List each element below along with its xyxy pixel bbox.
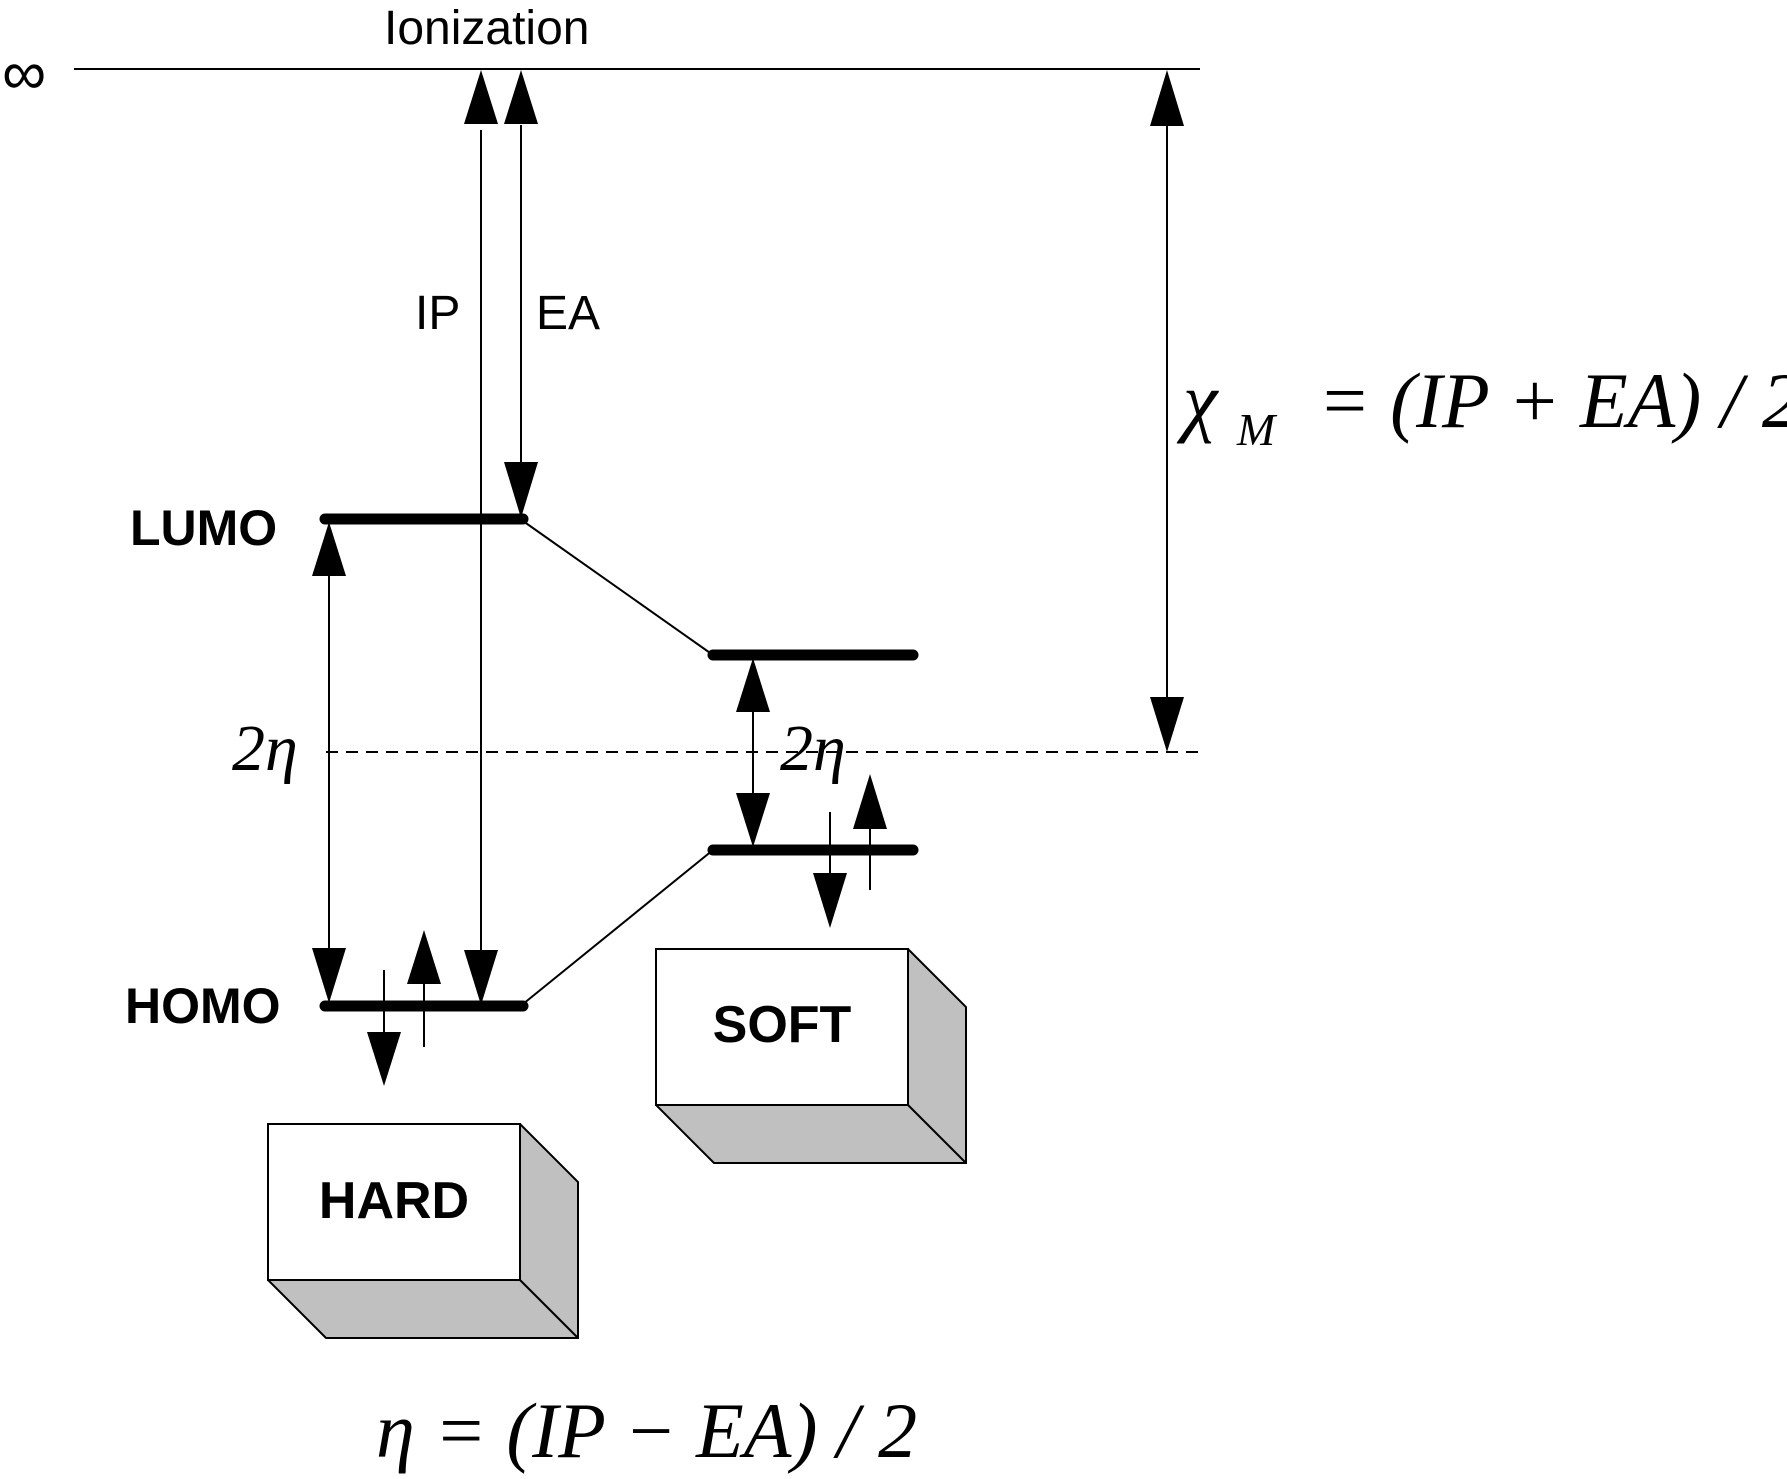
ip-label: IP	[415, 287, 460, 340]
soft-gap-arrow	[736, 658, 770, 847]
lumo-connector-line	[522, 520, 714, 656]
hard-homo-electron-spins	[367, 930, 441, 1086]
soft-homo-electron-spins	[813, 774, 887, 928]
chi-formula-text: = (IP + EA) / 2	[1318, 357, 1787, 444]
soft-gap-label: 2η	[780, 712, 846, 785]
homo-connector-line	[522, 849, 714, 1005]
infinity-symbol: ∞	[2, 39, 46, 108]
soft-box: SOFT	[655, 948, 967, 1164]
hard-label: HARD	[319, 1172, 469, 1230]
hard-gap-label: 2η	[232, 712, 298, 785]
lumo-label: LUMO	[130, 500, 277, 556]
ea-label: EA	[536, 287, 600, 340]
ip-arrow	[464, 70, 498, 1005]
chi-symbol: χ	[1176, 357, 1219, 444]
eta-formula: η = (IP − EA) / 2	[376, 1387, 917, 1474]
hard-gap-arrow	[312, 522, 346, 1003]
hard-box: HARD	[267, 1123, 579, 1339]
homo-label: HOMO	[125, 978, 281, 1034]
ea-arrow	[504, 70, 538, 518]
chi-formula: χ M = (IP + EA) / 2	[1176, 357, 1787, 462]
chi-subscript: M	[1236, 404, 1278, 455]
soft-label: SOFT	[713, 996, 852, 1054]
chi-arrow	[1150, 70, 1184, 752]
ionization-label: Ionization	[384, 2, 589, 55]
